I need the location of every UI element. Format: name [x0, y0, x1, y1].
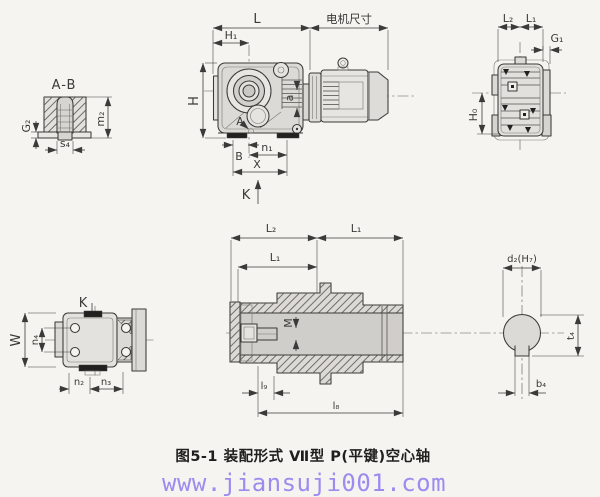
- corner-bolt-dot: [295, 127, 299, 131]
- dim-x-label: X: [253, 158, 261, 171]
- dim-m2: m₂: [70, 96, 112, 139]
- dim-w: W: [9, 312, 56, 368]
- dim-h0: H₀: [467, 92, 500, 135]
- dim-shaft-l1-bore-label: L₁: [270, 251, 281, 264]
- figure-caption: 图5-1 装配形式 Ⅶ型 P(平键)空心轴: [175, 447, 430, 465]
- dim-end-l2-label: L₂: [503, 12, 514, 25]
- terminal-box-outline: [338, 81, 364, 110]
- dim-n4: n₄: [30, 327, 70, 353]
- keyway-slot: [514, 345, 530, 357]
- dim-a-label: a: [283, 95, 296, 102]
- hollow-shaft-section-view: L₂ L₁ L₁ M: [226, 222, 584, 417]
- top-view-k-label: K: [79, 296, 88, 311]
- dim-x: X: [232, 158, 288, 176]
- dim-n1-label: n₁: [261, 141, 272, 154]
- fan-cover: [367, 71, 389, 121]
- dim-motor-size-label: 电机尺寸: [326, 12, 372, 26]
- top-view-body: [62, 312, 118, 368]
- dim-m2-label: m₂: [94, 111, 107, 126]
- dim-l-label: L: [253, 12, 261, 27]
- gearbox-end-view: L₂ L₁ G₁ H₀: [467, 12, 566, 150]
- dim-n4-label: n₄: [30, 335, 41, 345]
- gearbox-top-view: K W: [9, 296, 155, 394]
- gearbox-foot-right: [276, 132, 300, 139]
- motor-flange-bell: [308, 72, 322, 123]
- inspection-boss-inner: [250, 108, 266, 124]
- dim-h1: H₁: [212, 29, 250, 47]
- end-view-inner-contour: [500, 66, 541, 134]
- shaft-housing-bottom-hatch: [240, 355, 403, 384]
- dim-h: H: [187, 62, 226, 139]
- dim-l: L: [212, 12, 311, 74]
- view-k-label: K: [242, 188, 251, 203]
- gearmotor-side-view: A a: [187, 12, 416, 204]
- dim-g2-label: G₂: [20, 120, 33, 133]
- dim-l8-label: l₈: [333, 401, 340, 412]
- dim-h0-label: H₀: [467, 108, 480, 121]
- top-view-inner-contour: [66, 317, 114, 363]
- watermark-url: www.jiansuji001.com: [162, 469, 446, 497]
- dim-s4: s₄: [45, 137, 85, 154]
- output-shaft-rings: [226, 68, 272, 114]
- dim-n3: n₃: [89, 372, 124, 394]
- dim-a: a: [283, 80, 301, 118]
- dim-s4-label: s₄: [60, 137, 71, 150]
- dim-g2: G₂: [20, 120, 40, 149]
- dim-h-label: H: [187, 96, 202, 106]
- view-k-arrow: K: [242, 179, 262, 204]
- top-view-strip-bottom: [78, 364, 108, 372]
- dim-l8: l₈: [257, 401, 404, 417]
- dim-t4-label: t₄: [566, 332, 577, 340]
- dim-g1-label: G₁: [551, 32, 564, 45]
- gearbox-foot-left: [226, 132, 248, 139]
- screw-plug: [56, 96, 74, 141]
- drain-hole-label: A: [236, 115, 244, 128]
- top-view-strip-top: [83, 310, 103, 318]
- bore-cross-section: [502, 266, 542, 399]
- shaft-housing-top-hatch: [240, 283, 403, 313]
- drain-hole-callout: A: [236, 115, 254, 134]
- dim-d2: d₂(H₇): [502, 254, 542, 317]
- dim-shaft-l1-label: L₁: [351, 222, 362, 235]
- motor-body: [320, 69, 369, 123]
- dim-b4: b₄: [498, 379, 546, 397]
- end-view-plugs: [507, 81, 530, 120]
- dim-m: M: [282, 317, 300, 351]
- top-view-pad-bottom: [84, 370, 101, 376]
- dim-b-label: B: [235, 150, 243, 163]
- dim-b4-label: b₄: [536, 379, 546, 390]
- flange-plate-top-view: [131, 308, 147, 372]
- section-ab-title: A-B: [52, 78, 77, 93]
- dim-end-l2: L₂: [497, 12, 521, 62]
- dim-h1-label: H₁: [225, 29, 238, 42]
- dim-l9-label: l₉: [261, 381, 268, 392]
- end-view-left-tab: [491, 74, 499, 96]
- end-washer-inner: [243, 326, 255, 340]
- eyebolt: [337, 57, 349, 71]
- dim-end-l1-label: L₁: [526, 12, 537, 25]
- top-right-boss: [272, 61, 290, 79]
- dim-m-label: M: [282, 318, 295, 328]
- dim-g1: G₁: [531, 32, 563, 64]
- top-right-boss-hole: [277, 66, 285, 74]
- top-view-bolt-holes: [69, 322, 132, 358]
- dim-n3-label: n₃: [101, 377, 111, 388]
- end-view-bolts: [502, 69, 536, 133]
- dim-shaft-l2-label: L₂: [266, 222, 277, 235]
- gearbox-fins: [281, 78, 302, 109]
- dim-w-label: W: [9, 333, 24, 346]
- end-plate-strip-hatch: [230, 302, 240, 362]
- dim-motor-size: 电机尺寸: [309, 12, 389, 70]
- motor-fins: [323, 81, 339, 110]
- dim-d2-label: d₂(H₇): [507, 254, 537, 265]
- end-view-top-tab: [514, 56, 527, 65]
- dim-l9: l₉: [242, 366, 290, 417]
- dim-n2-label: n₂: [74, 377, 84, 388]
- dim-t4: t₄: [532, 314, 584, 357]
- section-ab-view: A-B G₂ m₂: [20, 78, 112, 154]
- adapter-neck: [302, 83, 310, 121]
